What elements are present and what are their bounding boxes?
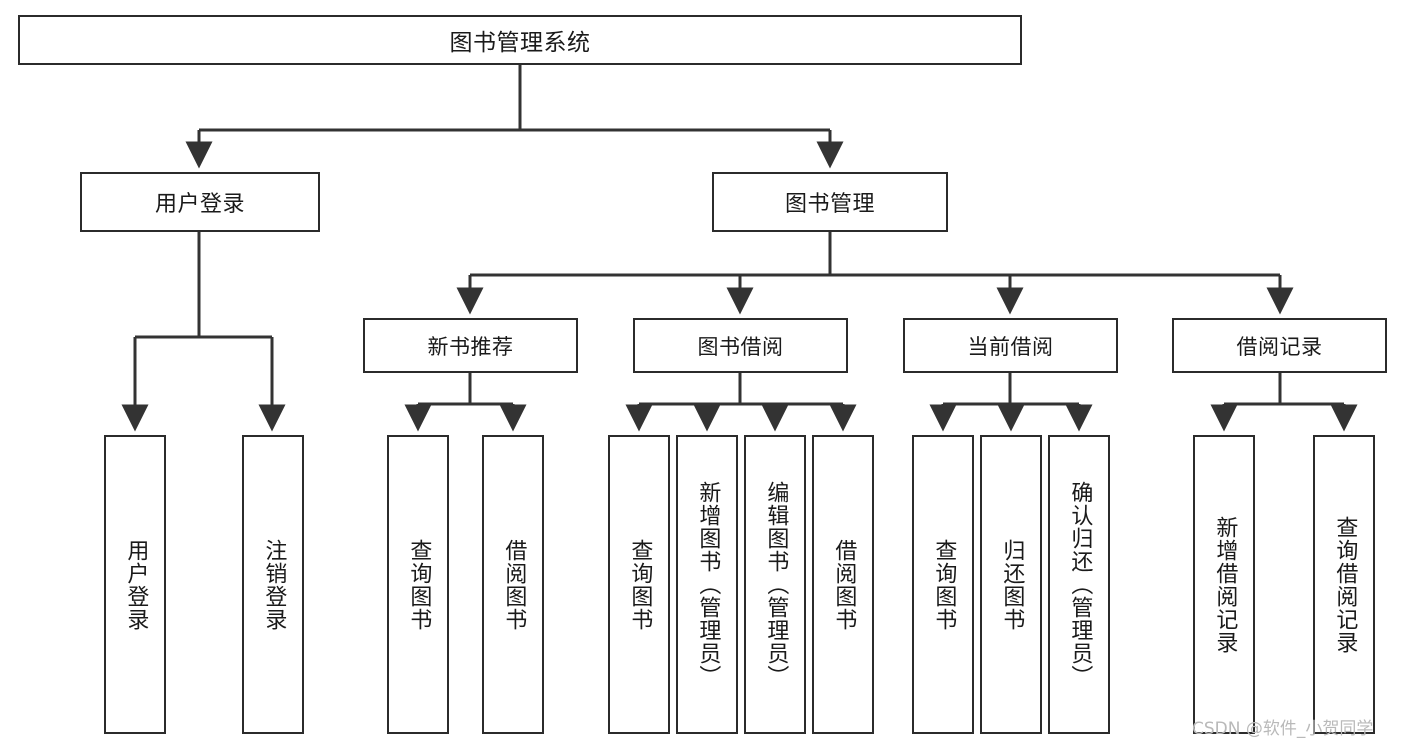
node-borrow-record-label: 借阅记录: [1236, 334, 1323, 359]
node-leaf-query-book-3-label: 查询图书: [931, 538, 957, 631]
node-leaf-borrow-book-2[interactable]: 借阅图书: [812, 435, 874, 734]
node-leaf-borrow-book-1[interactable]: 借阅图书: [482, 435, 544, 734]
node-leaf-add-record-label: 新增借阅记录: [1212, 515, 1238, 654]
node-leaf-query-record[interactable]: 查询借阅记录: [1313, 435, 1375, 734]
node-leaf-add-book[interactable]: 新增图书（管理员）: [676, 435, 738, 734]
node-leaf-return-book[interactable]: 归还图书: [980, 435, 1042, 734]
node-leaf-borrow-book-1-label: 借阅图书: [501, 538, 527, 631]
node-book-borrow[interactable]: 图书借阅: [633, 318, 848, 373]
node-leaf-query-book-2-label: 查询图书: [627, 538, 653, 631]
node-new-book-rec-label: 新书推荐: [427, 334, 514, 359]
watermark: CSDN @软件_小贺同学: [1192, 719, 1374, 739]
node-leaf-add-record[interactable]: 新增借阅记录: [1193, 435, 1255, 734]
node-leaf-edit-book[interactable]: 编辑图书（管理员）: [744, 435, 806, 734]
node-book-borrow-label: 图书借阅: [697, 334, 784, 359]
node-leaf-query-record-label: 查询借阅记录: [1332, 515, 1358, 654]
node-current-borrow-label: 当前借阅: [967, 334, 1054, 359]
node-leaf-query-book-1[interactable]: 查询图书: [387, 435, 449, 734]
node-leaf-confirm-return[interactable]: 确认归还（管理员）: [1048, 435, 1110, 734]
node-leaf-borrow-book-2-label: 借阅图书: [831, 538, 857, 631]
node-root-label: 图书管理系统: [449, 30, 591, 56]
node-book-manage[interactable]: 图书管理: [712, 172, 948, 232]
node-leaf-edit-book-label: 编辑图书（管理员）: [763, 481, 789, 688]
node-user-login[interactable]: 用户登录: [80, 172, 320, 232]
node-leaf-user-login[interactable]: 用户登录: [104, 435, 166, 734]
node-root[interactable]: 图书管理系统: [18, 15, 1022, 65]
node-leaf-return-book-label: 归还图书: [999, 538, 1025, 631]
node-leaf-query-book-2[interactable]: 查询图书: [608, 435, 670, 734]
node-leaf-logout-label: 注销登录: [261, 538, 287, 631]
node-borrow-record[interactable]: 借阅记录: [1172, 318, 1387, 373]
node-leaf-add-book-label: 新增图书（管理员）: [695, 481, 721, 688]
node-leaf-logout[interactable]: 注销登录: [242, 435, 304, 734]
node-current-borrow[interactable]: 当前借阅: [903, 318, 1118, 373]
node-leaf-query-book-1-label: 查询图书: [406, 538, 432, 631]
node-leaf-confirm-return-label: 确认归还（管理员）: [1067, 481, 1093, 688]
node-leaf-query-book-3[interactable]: 查询图书: [912, 435, 974, 734]
node-user-login-label: 用户登录: [154, 192, 245, 217]
node-book-manage-label: 图书管理: [784, 192, 875, 217]
node-leaf-user-login-label: 用户登录: [123, 538, 149, 631]
node-new-book-rec[interactable]: 新书推荐: [363, 318, 578, 373]
